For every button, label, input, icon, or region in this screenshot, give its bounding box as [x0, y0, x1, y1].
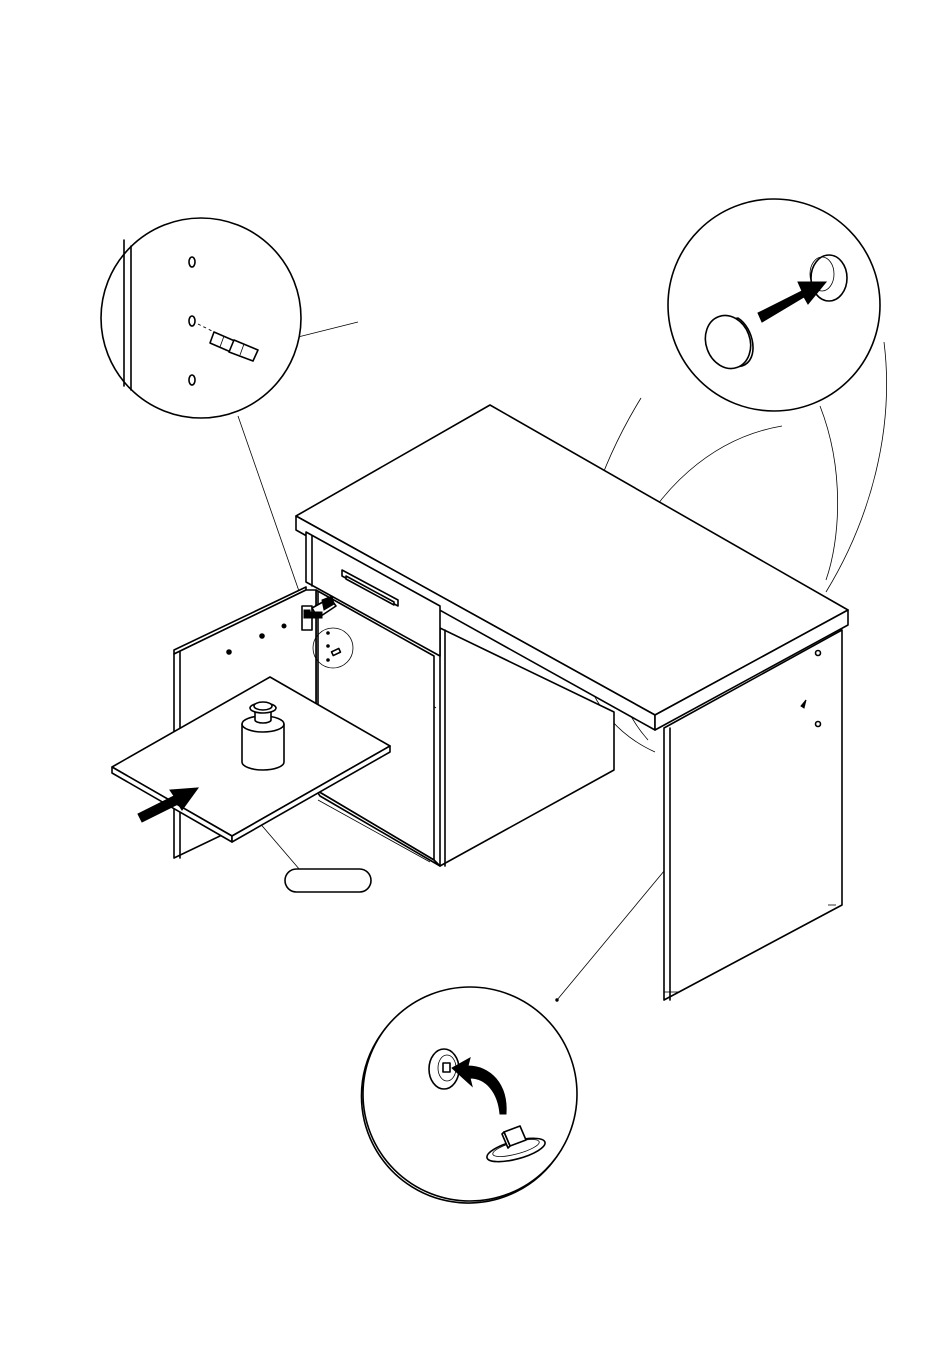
- leveler-cap-detail-callout: [361, 987, 577, 1203]
- shelf-pin-hole: [227, 650, 232, 655]
- desk: [112, 405, 848, 1000]
- knob-detail-callout: [668, 199, 880, 411]
- knob-guide-arc-3: [820, 406, 838, 580]
- shelf-pin-hole: [260, 634, 265, 639]
- dowel-detail-callout: [101, 218, 301, 418]
- shelf-pin-hole: [282, 624, 286, 628]
- shelf-part-label: [285, 869, 371, 892]
